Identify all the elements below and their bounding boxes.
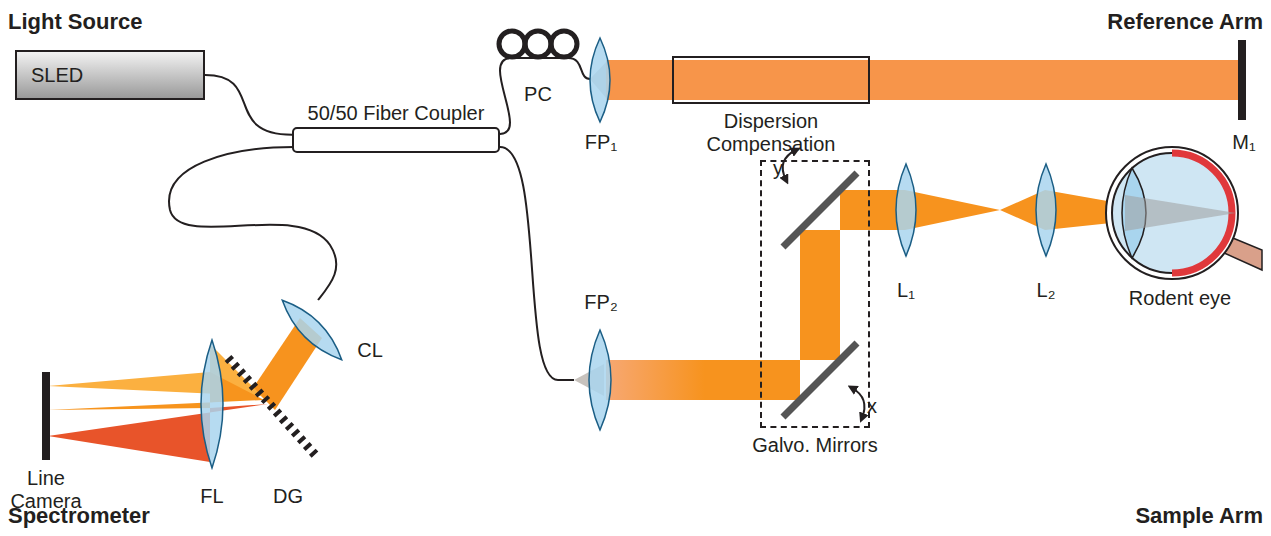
part-label: Rodent eye [1129,287,1231,310]
line-camera [42,372,50,460]
node-label: 50/50 Fiber Coupler [308,102,485,125]
lens [896,164,916,256]
fibers [169,58,590,380]
light-source-box: SLED [15,50,205,100]
part-label: L₂ [1037,279,1056,302]
sample-beam [606,190,1000,400]
fiber [500,58,590,134]
part-label: y [773,157,783,180]
galvo-mirror [783,173,857,247]
reference-beam [606,60,1240,100]
node-label: Galvo. Mirrors [725,434,905,457]
part-label: Line Camera [10,467,82,513]
lens [275,293,349,367]
section-title: Light Source [8,9,142,34]
part-label: FL [200,485,223,508]
fiber [169,147,336,300]
part-label: DG [273,485,303,508]
rodent-eye [1106,147,1262,279]
part-label: PC [524,83,552,106]
polarization-controller [499,31,577,57]
part-label: x [867,395,877,418]
node-label: Dispersion Compensation [681,110,861,156]
fiber [500,147,574,380]
part-label: L₁ [897,279,915,302]
diffraction-grating [228,358,318,458]
lens [1036,164,1056,256]
spectral-beam [48,372,264,410]
lens [589,330,611,430]
lenses [201,38,1056,468]
optical-fiber [205,75,292,135]
section-title: Sample Arm [1135,503,1263,528]
galvo-mirror [783,343,857,417]
dispersion-compensator: Dispersion Compensation [672,56,870,104]
part-label: FP₂ [584,291,617,314]
fiber-coupler: 50/50 Fiber Coupler [292,127,500,153]
rotation-arrow [852,388,864,418]
section-title: Reference Arm [1107,9,1263,34]
part-label: CL [357,339,383,362]
light-beams [48,60,1240,462]
lens [201,340,223,468]
mirror [1238,40,1246,120]
lens [590,38,610,122]
part-label: FP₁ [585,131,617,154]
spectral-beam [48,404,268,462]
node-label: SLED [31,64,83,87]
part-label: M₁ [1232,131,1255,154]
galvo-scanner: Galvo. Mirrors [760,160,870,428]
